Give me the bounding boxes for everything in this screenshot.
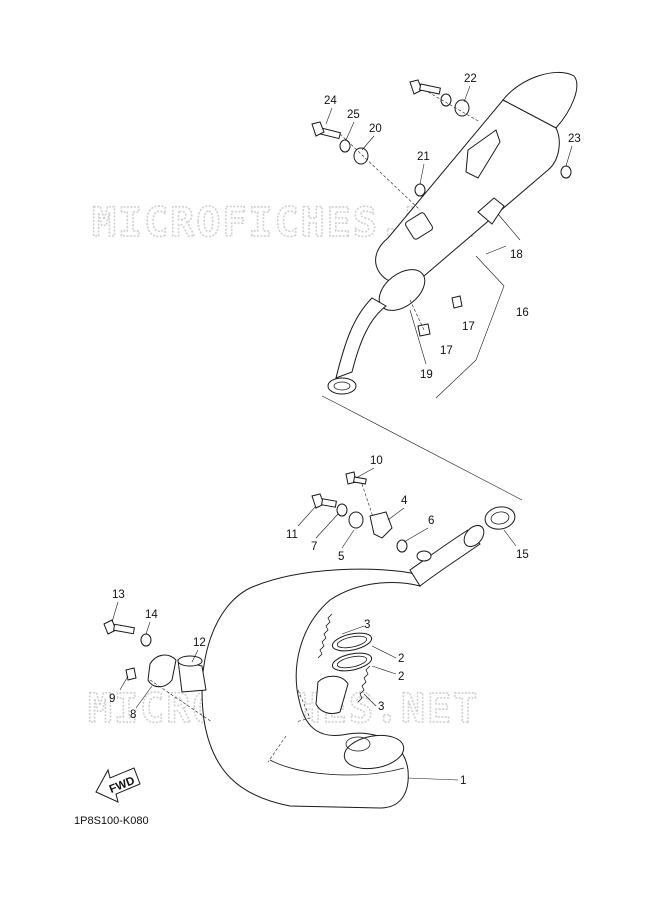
- nut-23: [560, 165, 572, 179]
- guide-10: [361, 483, 375, 521]
- callout-17b: 17: [440, 345, 453, 357]
- bolt-11: [311, 493, 337, 509]
- silencer-inlet-pipe: [335, 297, 387, 379]
- bolt-24: [311, 121, 342, 140]
- bracket-16-outline: [475, 255, 505, 361]
- callout-22: 22: [464, 73, 477, 85]
- assembly-connection-line: [321, 395, 523, 501]
- bolt-17-upper: [451, 295, 463, 309]
- callout-21: 21: [417, 151, 430, 163]
- silencer-body: [375, 99, 560, 285]
- silencer-end-cap: [502, 72, 578, 129]
- collar-21: [414, 183, 426, 197]
- callout-4: 4: [401, 495, 408, 507]
- callout-11: 11: [286, 529, 298, 541]
- spring-3-upper: [317, 613, 333, 659]
- flange-guide: [295, 689, 311, 723]
- o-ring-2-upper: [331, 632, 373, 652]
- header-pipe-assembly: [103, 471, 516, 809]
- callout-25: 25: [347, 109, 360, 121]
- callout-24: 24: [324, 95, 337, 107]
- callout-19: 19: [420, 369, 433, 381]
- callout-1: 1: [460, 775, 466, 787]
- bolt-22: [409, 79, 441, 95]
- callout-8: 8: [130, 709, 136, 721]
- callout-2b: 2: [398, 671, 404, 683]
- silencer-bracket: [465, 129, 501, 179]
- bracket-17-line: [435, 359, 477, 399]
- callout-10: 10: [370, 455, 383, 467]
- washer-14: [140, 633, 152, 647]
- stay-bracket: [416, 550, 432, 562]
- washer-22: [440, 93, 452, 107]
- header-pipe-outlet: [343, 734, 405, 770]
- silencer-label-plate: [477, 197, 505, 225]
- grommet-20: [353, 147, 369, 165]
- callout-leaders: [111, 85, 573, 781]
- header-pipe-outlet-inner: [345, 736, 371, 752]
- joint-15: [484, 506, 516, 530]
- callout-23: 23: [568, 133, 581, 145]
- bolt-9: [125, 667, 137, 681]
- callout-6: 6: [428, 515, 434, 527]
- silencer-assembly: [311, 72, 578, 399]
- callout-17a: 17: [462, 321, 475, 333]
- guide-22: [427, 91, 481, 123]
- silencer-clamp: [405, 212, 433, 240]
- header-tail-end: [463, 524, 485, 548]
- callouts: 1 2 2 3 3 4 5 6 7 8 9 10 11 12 13 14 15 …: [109, 73, 581, 787]
- callout-15: 15: [516, 549, 529, 561]
- callout-14: 14: [145, 609, 158, 621]
- drawing-code: 1P8S100-K080: [74, 815, 149, 827]
- callout-20: 20: [369, 123, 382, 135]
- bolt-13: [103, 619, 135, 635]
- bolt-17-lower: [417, 323, 431, 337]
- callout-13: 13: [112, 589, 125, 601]
- guide-19: [409, 299, 425, 331]
- callout-18: 18: [510, 249, 523, 261]
- header-flange: [315, 675, 349, 715]
- callout-7: 7: [311, 541, 317, 553]
- bracket-4: [369, 511, 393, 539]
- o-ring-2-lower: [331, 652, 373, 672]
- callout-3a: 3: [364, 619, 370, 631]
- damper-12-top: [177, 655, 203, 667]
- spring-3-lower: [357, 665, 371, 703]
- bracket-8: [147, 654, 177, 688]
- callout-3b: 3: [378, 701, 384, 713]
- fwd-arrow-icon: FWD: [95, 767, 141, 803]
- silencer-inlet-opening: [327, 377, 357, 395]
- guide-8: [149, 679, 213, 723]
- grommet-22: [454, 99, 470, 117]
- grommet-5: [348, 511, 364, 529]
- collar-6: [396, 539, 408, 553]
- washer-25: [339, 139, 351, 153]
- silencer-inlet-inner: [333, 381, 351, 391]
- guide-24-20: [339, 133, 421, 211]
- callout-5: 5: [338, 551, 344, 563]
- header-guide: [267, 735, 287, 763]
- washer-7: [336, 503, 348, 517]
- header-pipe-contour: [269, 759, 405, 776]
- callout-9: 9: [109, 693, 115, 705]
- callout-16: 16: [516, 307, 529, 319]
- callout-12: 12: [193, 637, 206, 649]
- bolt-10: [345, 471, 367, 485]
- callout-2a: 2: [398, 653, 404, 665]
